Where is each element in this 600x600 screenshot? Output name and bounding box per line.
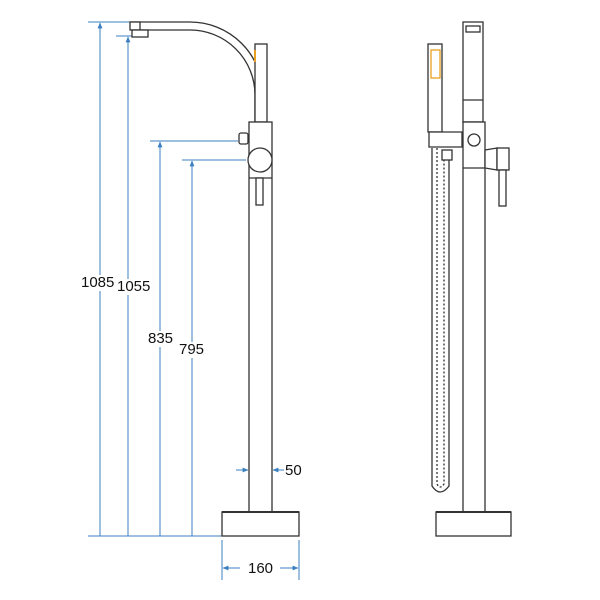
dimension-label-835: 835	[147, 330, 175, 347]
dimension-label-795: 795	[178, 341, 206, 358]
faucet-front-view	[129, 21, 300, 537]
dimension-label-1085: 1085	[80, 274, 116, 291]
dimension-label-160: 160	[247, 560, 275, 577]
dimension-label-1055: 1055	[116, 278, 152, 295]
dimension-label-50: 50	[284, 462, 303, 479]
faucet-side-view	[427, 21, 512, 537]
